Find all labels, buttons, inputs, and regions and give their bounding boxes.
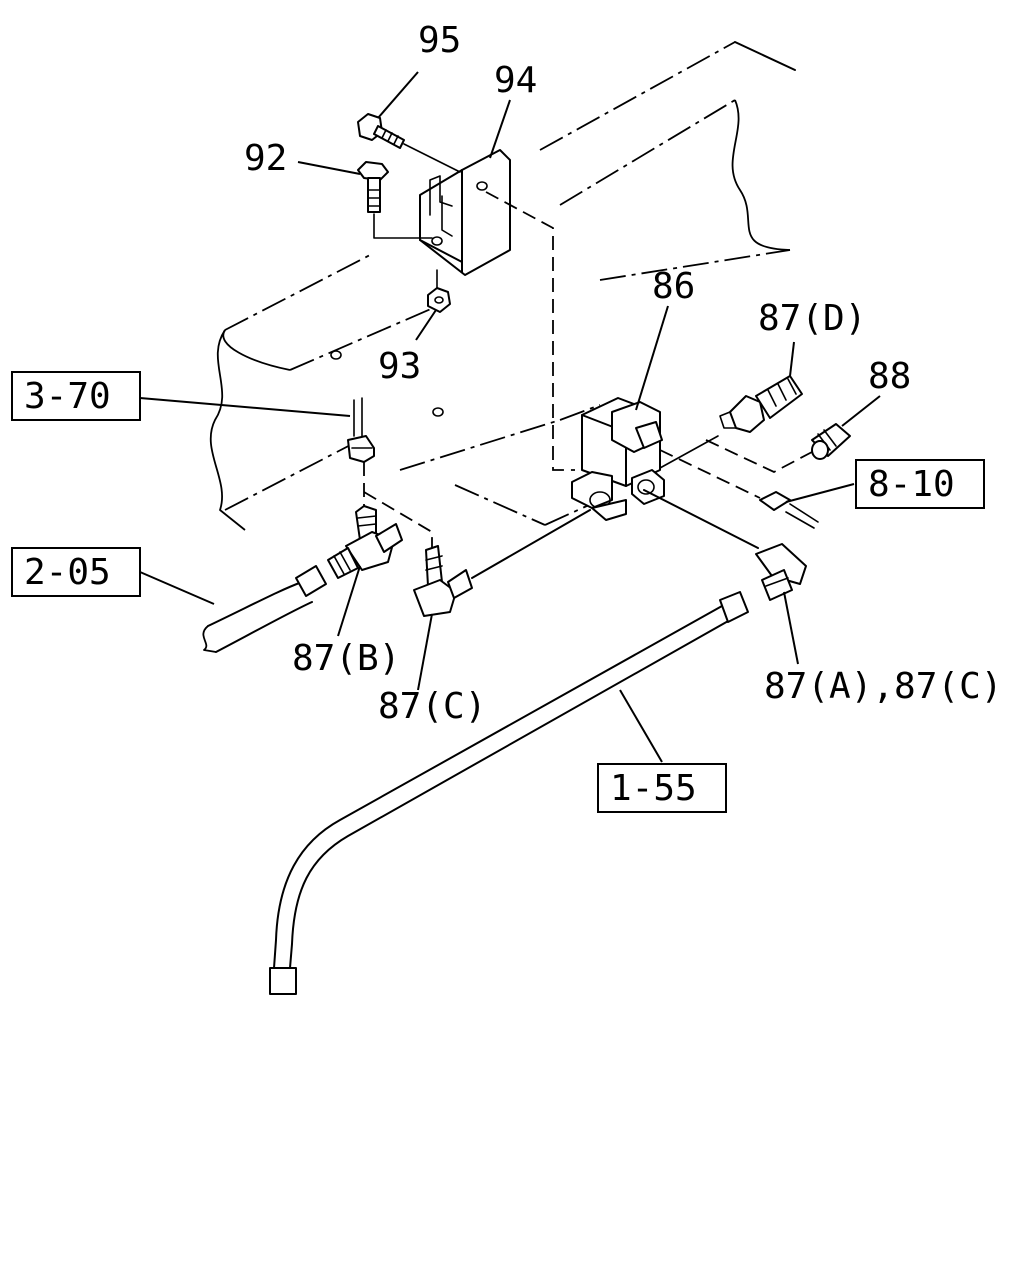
callout-87c: 87(C) — [378, 686, 486, 727]
solenoid-valve-86 — [485, 191, 665, 521]
bolt-92 — [357, 161, 433, 239]
reference-1-55-label: 1-55 — [610, 768, 697, 809]
pipe-1-55 — [269, 591, 749, 995]
callout-88: 88 — [868, 356, 911, 397]
bracket-94 — [419, 149, 511, 276]
reference-8-10[interactable]: 8-10 — [855, 459, 985, 509]
fitting-87ac-right — [643, 489, 807, 601]
nut-93 — [427, 269, 451, 313]
reference-3-70[interactable]: 3-70 — [11, 371, 141, 421]
callout-87b: 87(B) — [292, 638, 400, 679]
fitting-87b — [327, 462, 403, 579]
callout-95: 95 — [418, 20, 461, 61]
callouts: 95 94 92 93 86 87(D) 88 87(B) 87(C) 87(A… — [244, 20, 1002, 727]
reference-8-10-label: 8-10 — [868, 464, 955, 505]
chassis-frame — [209, 41, 796, 531]
callout-87ac: 87(A),87(C) — [764, 666, 1002, 707]
reference-2-05-label: 2-05 — [24, 552, 111, 593]
callout-87d: 87(D) — [758, 298, 866, 339]
sensor-3-70 — [347, 397, 375, 463]
fitting-87d — [659, 375, 803, 469]
callout-93: 93 — [378, 346, 421, 387]
reference-3-70-label: 3-70 — [24, 376, 111, 417]
hose-2-05 — [202, 565, 327, 653]
leader-lines — [139, 71, 881, 763]
bolt-95 — [357, 113, 461, 173]
callout-86: 86 — [652, 266, 695, 307]
callout-94: 94 — [494, 60, 537, 101]
reference-1-55[interactable]: 1-55 — [597, 763, 727, 813]
plug-88 — [705, 423, 851, 474]
fitting-87c-left — [363, 491, 591, 617]
callout-92: 92 — [244, 138, 287, 179]
reference-2-05[interactable]: 2-05 — [11, 547, 141, 597]
